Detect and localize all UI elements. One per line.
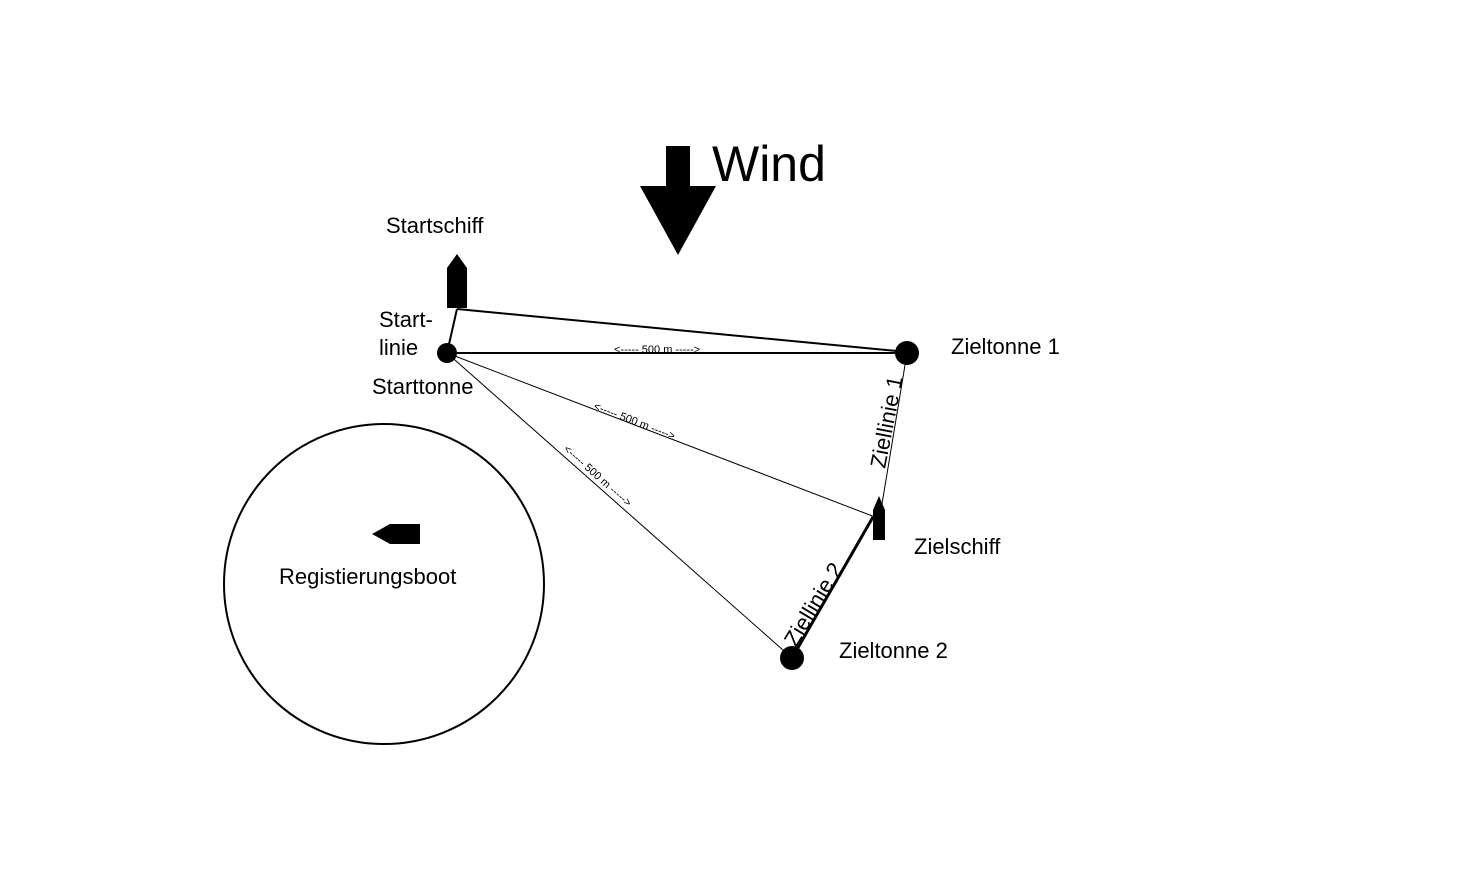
wind-arrow-icon xyxy=(640,146,716,255)
finish-buoy-1-label: Zieltonne 1 xyxy=(951,334,1060,359)
finish-line-2 xyxy=(790,516,875,659)
finish-ship-icon xyxy=(873,496,885,540)
registration-boat-label: Registierungsboot xyxy=(279,564,456,589)
finish-line-2-label: Ziellinie 2 xyxy=(779,558,848,651)
ship-to-buoy1-line xyxy=(456,308,908,353)
finish-ship-label: Zielschiff xyxy=(914,534,1001,559)
distance-label-buoy2: <----- 500 m -----> xyxy=(561,443,633,509)
start-ship-label: Startschiff xyxy=(386,213,484,238)
start-buoy-label: Starttonne xyxy=(372,374,474,399)
finish-buoy-1-icon xyxy=(895,341,919,365)
leg-to-buoy2-line xyxy=(446,352,793,659)
leg-to-finish-ship-line xyxy=(446,352,876,518)
finish-line-1 xyxy=(879,352,908,517)
finish-buoy-2-icon xyxy=(780,646,804,670)
start-buoy-icon xyxy=(437,343,457,363)
distance-label-buoy1: <----- 500 m -----> xyxy=(614,344,700,356)
distance-label-finish-ship: <----- 500 m -----> xyxy=(592,401,677,443)
start-line-label-1: Start- xyxy=(379,307,433,332)
registration-boat-icon xyxy=(372,524,420,544)
wind-label: Wind xyxy=(712,136,826,192)
start-line-label-2: linie xyxy=(379,335,418,360)
finish-buoy-2-label: Zieltonne 2 xyxy=(839,638,948,663)
start-ship-icon xyxy=(447,254,467,308)
finish-line-1-label: Ziellinie 1 xyxy=(865,374,907,470)
registration-area-circle xyxy=(223,423,545,745)
